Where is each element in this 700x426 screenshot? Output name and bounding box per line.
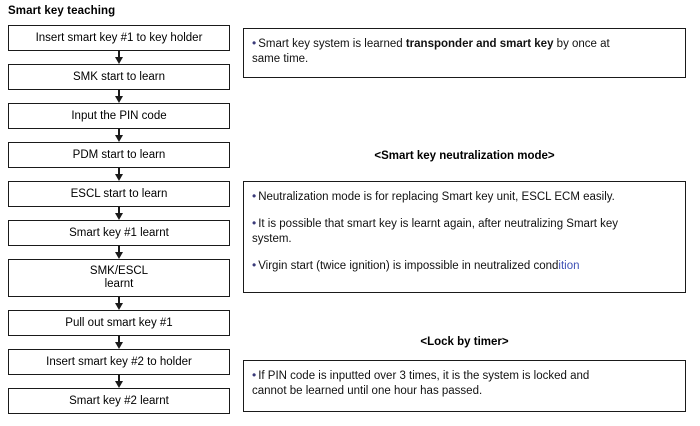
arrow-head	[115, 342, 123, 349]
down-arrow-icon	[8, 168, 230, 181]
note-text-line2: same time.	[252, 53, 309, 65]
arrow-shaft	[118, 297, 120, 305]
note-text: If PIN code is inputted over 3 times, it…	[258, 370, 590, 382]
down-arrow-icon	[8, 246, 230, 259]
flow-step[interactable]: Smart key #2 learnt	[8, 388, 230, 414]
note-text: It is possible that smart key is learnt …	[258, 218, 619, 230]
arrow-head	[115, 135, 123, 142]
flowchart: Insert smart key #1 to key holder SMK st…	[8, 25, 230, 414]
note-text-pre: Smart key system is learned	[258, 38, 406, 50]
arrow-shaft	[118, 90, 120, 98]
bullet-icon: •	[252, 258, 257, 272]
flow-step[interactable]: Pull out smart key #1	[8, 310, 230, 336]
note-text-line2: cannot be learned until one hour has pas…	[252, 385, 483, 397]
flow-step-label: SMK start to learn	[72, 70, 166, 83]
bullet-icon: •	[252, 216, 257, 230]
arrow-shaft	[118, 129, 120, 137]
flow-step-label-line2: learnt	[104, 278, 134, 290]
flow-step[interactable]: SMK/ESCL learnt	[8, 259, 230, 297]
arrow-head	[115, 213, 123, 220]
arrow-head	[115, 174, 123, 181]
note-text: Virgin start (twice ignition) is impossi…	[258, 260, 559, 272]
arrow-head	[115, 303, 123, 310]
note-text-bold: transponder and smart key	[405, 38, 554, 50]
flow-step-label: PDM start to learn	[72, 148, 166, 161]
note-text-post: by once at	[553, 38, 610, 50]
down-arrow-icon	[8, 90, 230, 103]
page-title: Smart key teaching	[8, 5, 116, 17]
arrow-shaft	[118, 51, 120, 59]
flow-step-label: SMK/ESCL	[89, 265, 149, 277]
flow-step-label: Input the PIN code	[71, 109, 167, 122]
arrow-head	[115, 96, 123, 103]
down-arrow-icon	[8, 336, 230, 349]
note-bullet-line: •Virgin start (twice ignition) is imposs…	[252, 258, 675, 274]
flow-step-label: Smart key #1 learnt	[69, 226, 169, 239]
flow-step[interactable]: ESCL start to learn	[8, 181, 230, 207]
bullet-icon: •	[252, 368, 257, 382]
note-text: Neutralization mode is for replacing Sma…	[258, 191, 615, 203]
section-heading-lock-by-timer: <Lock by timer>	[420, 336, 509, 348]
down-arrow-icon	[8, 375, 230, 388]
note-box-smart-key-teaching: •Smart key system is learned transponder…	[243, 28, 686, 78]
arrow-shaft	[118, 207, 120, 215]
note-bullet-line: •Neutralization mode is for replacing Sm…	[252, 189, 675, 205]
flow-step[interactable]: PDM start to learn	[8, 142, 230, 168]
note-box-neutralization: •Neutralization mode is for replacing Sm…	[243, 181, 686, 293]
down-arrow-icon	[8, 207, 230, 220]
arrow-shaft	[118, 168, 120, 176]
note-box-lock-by-timer: •If PIN code is inputted over 3 times, i…	[243, 360, 686, 412]
flow-step[interactable]: SMK start to learn	[8, 64, 230, 90]
note-text-highlight: ition	[558, 260, 580, 272]
arrow-head	[115, 57, 123, 64]
arrow-shaft	[118, 375, 120, 383]
flow-step-label: ESCL start to learn	[70, 187, 168, 200]
note-bullet-line: •If PIN code is inputted over 3 times, i…	[252, 368, 675, 384]
flow-step-label: Insert smart key #2 to holder	[46, 355, 192, 368]
flow-step[interactable]: Insert smart key #2 to holder	[8, 349, 230, 375]
down-arrow-icon	[8, 129, 230, 142]
flow-step[interactable]: Input the PIN code	[8, 103, 230, 129]
flow-step-label: Pull out smart key #1	[65, 316, 173, 329]
flow-step[interactable]: Smart key #1 learnt	[8, 220, 230, 246]
arrow-shaft	[118, 336, 120, 344]
down-arrow-icon	[8, 297, 230, 310]
note-text-line2: system.	[252, 233, 292, 245]
down-arrow-icon	[8, 51, 230, 64]
arrow-shaft	[118, 246, 120, 254]
bullet-icon: •	[252, 36, 257, 50]
arrow-head	[115, 252, 123, 259]
note-bullet-line: •It is possible that smart key is learnt…	[252, 216, 675, 232]
bullet-icon: •	[252, 189, 257, 203]
flow-step-label: Insert smart key #1 to key holder	[35, 31, 203, 44]
note-bullet-line: •Smart key system is learned transponder…	[252, 36, 675, 52]
flow-step[interactable]: Insert smart key #1 to key holder	[8, 25, 230, 51]
section-heading-neutralization: <Smart key neutralization mode>	[374, 150, 555, 162]
arrow-head	[115, 381, 123, 388]
flow-step-label: Smart key #2 learnt	[69, 394, 169, 407]
